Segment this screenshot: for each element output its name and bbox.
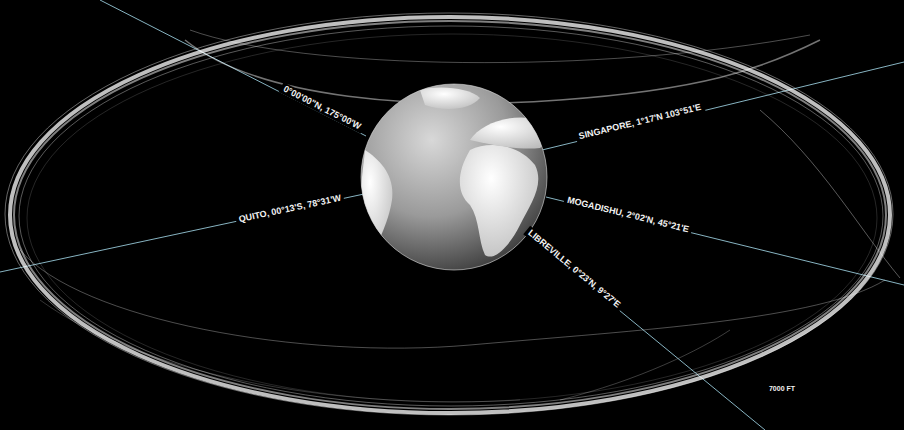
- orbit-ring: [14, 21, 886, 409]
- orbit-band: [5, 13, 900, 415]
- scale-label: 7000 FT: [766, 383, 798, 394]
- continent: [420, 88, 480, 109]
- orbit-ring: [19, 26, 883, 406]
- continents: [355, 88, 548, 258]
- orbit-fold: [40, 300, 520, 402]
- continent: [470, 117, 547, 148]
- continent: [460, 145, 538, 257]
- orbit-fold: [760, 110, 900, 278]
- orbit-fold: [185, 40, 820, 103]
- orbit-ring: [10, 17, 890, 413]
- orbit-fold: [560, 330, 730, 400]
- globe: [355, 84, 548, 270]
- globe-rim: [361, 84, 547, 270]
- orbit-fold: [190, 30, 810, 63]
- continent: [500, 94, 548, 115]
- orbit-ring: [5, 13, 893, 415]
